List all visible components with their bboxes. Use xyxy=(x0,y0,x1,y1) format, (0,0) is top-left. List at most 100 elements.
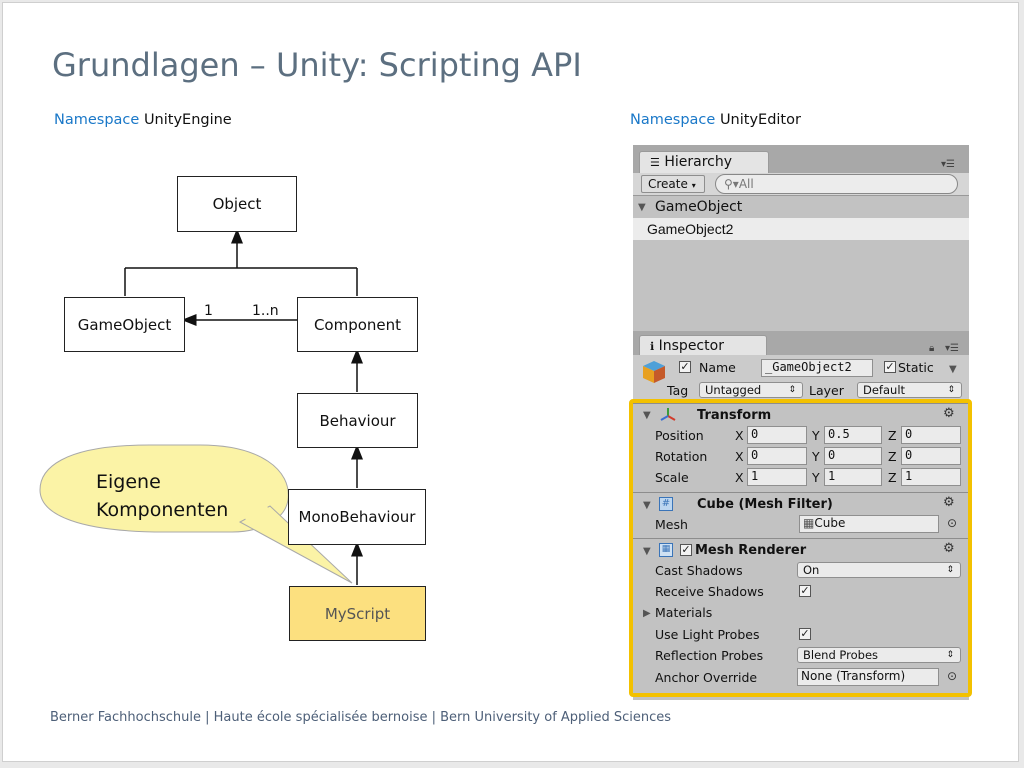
transform-title: Transform xyxy=(697,408,772,423)
chevron-down-icon: ▾ xyxy=(691,181,696,190)
anchor-override-label: Anchor Override xyxy=(655,670,758,685)
expand-triangle-icon[interactable]: ▼ xyxy=(643,500,651,511)
rotation-x-input[interactable]: 0 xyxy=(747,447,807,465)
namespace-name: UnityEngine xyxy=(143,112,232,128)
y-label: Y xyxy=(812,470,820,485)
panel-menu-icon[interactable]: ▾☰ xyxy=(945,343,959,354)
search-icon: ⚲▾ xyxy=(724,177,739,191)
gear-icon[interactable]: ⚙ xyxy=(943,406,955,421)
expand-triangle-icon[interactable]: ▼ xyxy=(638,202,646,213)
position-y-input[interactable]: 0.5 xyxy=(824,426,882,444)
create-dropdown-button[interactable]: Create ▾ xyxy=(641,175,705,193)
mesh-renderer-enabled-checkbox[interactable]: ✓ xyxy=(680,543,692,556)
static-checkbox[interactable]: ✓ xyxy=(884,360,896,373)
light-probes-label: Use Light Probes xyxy=(655,627,760,642)
layer-label: Layer xyxy=(809,383,844,398)
active-checkbox[interactable]: ✓ xyxy=(679,360,691,373)
lock-icon[interactable]: 🔒︎ xyxy=(929,343,935,354)
uml-class-myscript: MyScript xyxy=(289,586,426,641)
expand-triangle-icon[interactable]: ▶ xyxy=(643,608,651,619)
tab-hierarchy-label: Hierarchy xyxy=(664,154,732,170)
scale-label: Scale xyxy=(655,470,689,485)
mesh-label: Mesh xyxy=(655,517,688,532)
receive-shadows-checkbox[interactable]: ✓ xyxy=(799,584,811,597)
divider xyxy=(633,492,969,493)
slide-title: Grundlagen – Unity: Scripting API xyxy=(52,46,582,84)
cast-shadows-value: On xyxy=(803,563,820,577)
reflection-probes-label: Reflection Probes xyxy=(655,648,764,663)
tag-value: Untagged xyxy=(705,383,762,397)
hierarchy-item-selected[interactable]: GameObject2 xyxy=(633,218,969,240)
info-icon: ℹ xyxy=(650,340,655,353)
object-picker-icon[interactable]: ⊙ xyxy=(947,669,958,683)
z-label: Z xyxy=(888,428,897,443)
expand-triangle-icon[interactable]: ▼ xyxy=(643,546,651,557)
cast-shadows-label: Cast Shadows xyxy=(655,563,743,578)
object-picker-icon[interactable]: ⊙ xyxy=(947,516,958,530)
divider xyxy=(633,538,969,539)
position-label: Position xyxy=(655,428,704,443)
gear-icon[interactable]: ⚙ xyxy=(943,541,955,556)
tab-hierarchy[interactable]: ☰ Hierarchy xyxy=(639,151,769,174)
search-placeholder: All xyxy=(738,177,754,191)
transform-icon xyxy=(660,408,676,421)
name-label: Name xyxy=(699,360,736,375)
static-label: Static xyxy=(898,360,934,375)
x-label: X xyxy=(735,449,744,464)
reflection-probes-dropdown[interactable]: Blend Probes⇕ xyxy=(797,647,961,663)
mesh-icon: ▦ xyxy=(803,516,815,530)
layer-dropdown[interactable]: Default⇕ xyxy=(857,382,962,398)
uml-class-gameobject: GameObject xyxy=(64,297,185,352)
x-label: X xyxy=(735,428,744,443)
light-probes-checkbox[interactable]: ✓ xyxy=(799,627,811,640)
hierarchy-item-label: GameObject2 xyxy=(647,221,734,237)
multiplicity-one: 1 xyxy=(204,303,213,319)
rotation-z-input[interactable]: 0 xyxy=(901,447,961,465)
materials-label[interactable]: Materials xyxy=(655,605,713,620)
mesh-filter-icon: # xyxy=(659,497,673,511)
namespace-unityeditor: Namespace UnityEditor xyxy=(630,112,801,128)
uml-class-object: Object xyxy=(177,176,297,232)
cast-shadows-dropdown[interactable]: On ⇕ xyxy=(797,562,961,578)
tag-label: Tag xyxy=(667,383,689,398)
z-label: Z xyxy=(888,449,897,464)
chevron-updown-icon: ⇕ xyxy=(788,385,796,395)
expand-triangle-icon[interactable]: ▼ xyxy=(643,410,651,421)
gear-icon[interactable]: ⚙ xyxy=(943,495,955,510)
panel-menu-icon[interactable]: ▾☰ xyxy=(941,159,955,170)
tag-dropdown[interactable]: Untagged ⇕ xyxy=(699,382,803,398)
uml-class-behaviour: Behaviour xyxy=(297,393,418,448)
slide-footer: Berner Fachhochschule | Haute école spéc… xyxy=(50,710,672,725)
scale-z-input[interactable]: 1 xyxy=(901,468,961,486)
hierarchy-search-input[interactable]: ⚲▾All xyxy=(715,174,958,194)
namespace-prefix: Namespace xyxy=(630,112,716,128)
layer-value: Default xyxy=(863,383,906,397)
tab-inspector-label: Inspector xyxy=(658,338,724,354)
reflection-probes-value: Blend Probes xyxy=(803,648,879,662)
hierarchy-scene-row[interactable]: ▼ GameObject xyxy=(633,197,969,217)
multiplicity-many: 1..n xyxy=(252,303,279,319)
uml-class-monobehaviour: MonoBehaviour xyxy=(288,489,426,545)
anchor-override-field[interactable]: None (Transform) xyxy=(797,668,939,686)
namespace-name: UnityEditor xyxy=(719,112,801,128)
position-x-input[interactable]: 0 xyxy=(747,426,807,444)
position-z-input[interactable]: 0 xyxy=(901,426,961,444)
rotation-y-input[interactable]: 0 xyxy=(824,447,882,465)
speech-bubble xyxy=(39,444,289,533)
mesh-filter-title: Cube (Mesh Filter) xyxy=(697,497,833,512)
bubble-line-1: Eigene xyxy=(96,471,161,493)
mesh-renderer-icon: ▦ xyxy=(659,543,673,557)
list-icon: ☰ xyxy=(650,156,660,169)
scale-x-input[interactable]: 1 xyxy=(747,468,807,486)
name-input[interactable]: _GameObject2 xyxy=(761,359,873,377)
y-label: Y xyxy=(812,428,820,443)
x-label: X xyxy=(735,470,744,485)
static-dropdown-icon[interactable]: ▼ xyxy=(949,364,957,375)
mesh-object-field[interactable]: ▦Cube xyxy=(799,515,939,533)
z-label: Z xyxy=(888,470,897,485)
mesh-value: Cube xyxy=(814,516,846,530)
chevron-updown-icon: ⇕ xyxy=(946,565,954,575)
scene-item-label: GameObject xyxy=(655,199,743,215)
scale-y-input[interactable]: 1 xyxy=(824,468,882,486)
tab-inspector[interactable]: ℹ Inspector xyxy=(639,335,767,356)
